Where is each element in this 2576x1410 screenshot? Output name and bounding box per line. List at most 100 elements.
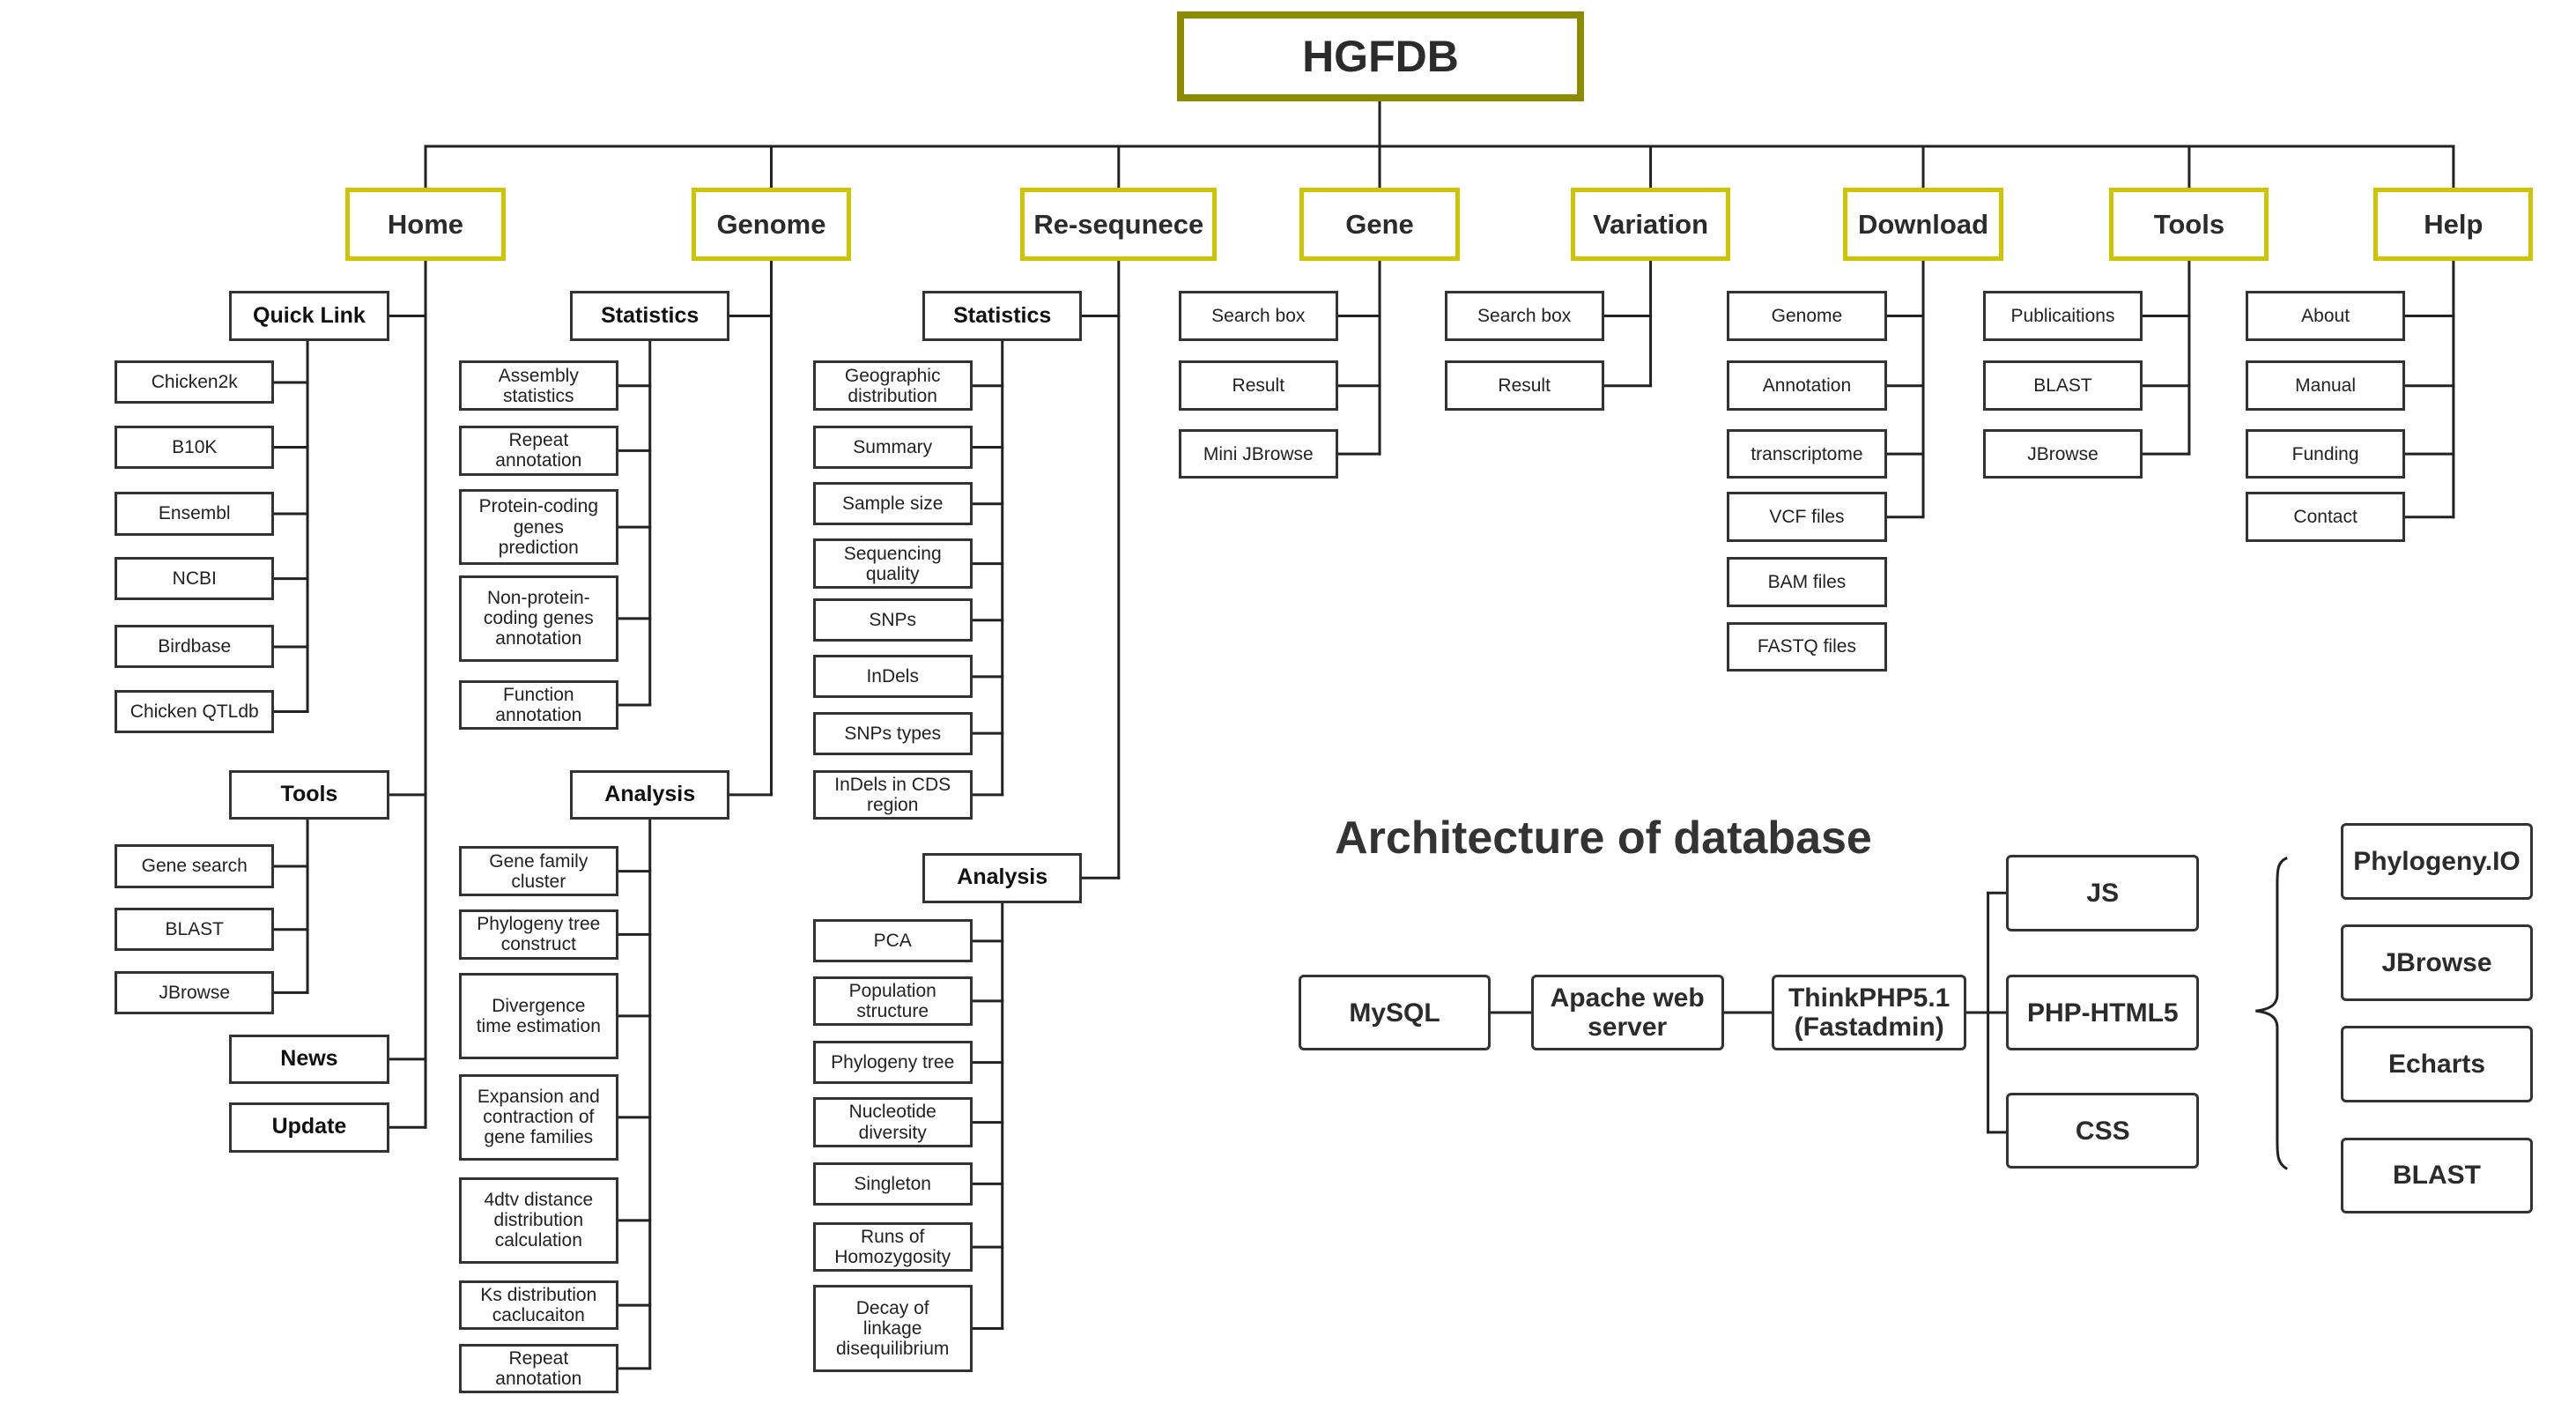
- home-quicklink-ncbi[interactable]: NCBI: [115, 557, 275, 601]
- home-tools-jbrowse-text: JBrowse: [159, 982, 231, 1003]
- reseq-stat-indels-label: InDels: [866, 666, 919, 686]
- home-sub-tools[interactable]: Tools: [229, 769, 389, 820]
- home-quicklink-b10k-label: B10K: [172, 437, 217, 457]
- help-item-manual[interactable]: Manual: [2246, 360, 2406, 412]
- tools-item-jbrowse-label: JBrowse: [2027, 444, 2099, 464]
- home-quicklink-b10k[interactable]: B10K: [115, 426, 275, 470]
- section-download[interactable]: Download: [1843, 188, 2003, 262]
- home-tools-gene-search[interactable]: Gene search: [115, 844, 275, 888]
- section-variation[interactable]: Variation: [1571, 188, 1731, 262]
- download-item-vcf-files[interactable]: VCF files: [1727, 492, 1887, 543]
- download-item-transcriptome[interactable]: transcriptome: [1727, 428, 1887, 479]
- variation-item-result[interactable]: Result: [1444, 360, 1604, 412]
- genome-sub-analysis[interactable]: Analysis: [570, 769, 730, 820]
- reseq-sub-statistics[interactable]: Statistics: [922, 291, 1083, 341]
- home-quicklink-birdbase[interactable]: Birdbase: [115, 625, 275, 669]
- help-item-funding[interactable]: Funding: [2246, 428, 2406, 479]
- genome-sub-statistics-text: Statistics: [601, 302, 700, 328]
- tools-item-blast[interactable]: BLAST: [1982, 360, 2143, 412]
- section-download-label: Download: [1858, 209, 1988, 240]
- variation-item-result-label: Result: [1498, 375, 1551, 396]
- genome-analysis-4dtv-distance-distribution-calculation-line: 4dtv distance: [484, 1190, 594, 1211]
- section-help[interactable]: Help: [2373, 188, 2534, 262]
- section-genome[interactable]: Genome: [691, 188, 852, 262]
- section-genome-text: Genome: [716, 208, 826, 240]
- help-item-about[interactable]: About: [2246, 291, 2406, 341]
- genome-stat-non-protein-coding-genes-annotation-line: Non-protein-: [486, 588, 590, 609]
- reseq-stat-snps-types[interactable]: SNPs types: [812, 711, 973, 755]
- gene-item-mini-jbrowse[interactable]: Mini JBrowse: [1178, 428, 1338, 479]
- reseq-analysis-phylogeny-tree[interactable]: Phylogeny tree: [812, 1041, 973, 1085]
- help-item-funding-text: Funding: [2291, 443, 2359, 464]
- reseq-analysis-population-structure-line: structure: [856, 1000, 929, 1021]
- download-item-fastq-files[interactable]: FASTQ files: [1727, 621, 1887, 672]
- home-quicklink-ensembl[interactable]: Ensembl: [115, 492, 275, 536]
- home-quicklink-chicken-qtldb[interactable]: Chicken QTLdb: [115, 690, 275, 734]
- download-item-annotation[interactable]: Annotation: [1727, 360, 1887, 412]
- home-sub-update-text: Update: [271, 1114, 347, 1139]
- reseq-stat-snps-line: SNPs: [869, 610, 917, 631]
- section-re-sequnece[interactable]: Re-sequnece: [1020, 188, 1218, 262]
- download-item-genome[interactable]: Genome: [1727, 291, 1887, 341]
- reseq-sub-analysis[interactable]: Analysis: [922, 852, 1083, 903]
- arch-lib-blast-label: BLAST: [2393, 1161, 2481, 1190]
- home-tools-jbrowse[interactable]: JBrowse: [115, 970, 275, 1014]
- home-sub-quick-link-label: Quick Link: [253, 303, 366, 329]
- download-item-bam-files-label: BAM files: [1768, 572, 1847, 592]
- gene-item-result[interactable]: Result: [1178, 360, 1338, 412]
- section-gene[interactable]: Gene: [1299, 188, 1460, 262]
- reseq-stat-sample-size-line: Sample size: [842, 494, 944, 515]
- home-tools-blast[interactable]: BLAST: [115, 908, 275, 952]
- tools-item-publicaitions[interactable]: Publicaitions: [1982, 291, 2143, 341]
- reseq-stat-sample-size[interactable]: Sample size: [812, 482, 973, 526]
- home-sub-news[interactable]: News: [229, 1034, 389, 1085]
- section-home[interactable]: Home: [345, 188, 506, 262]
- reseq-stat-summary[interactable]: Summary: [812, 426, 973, 470]
- home-sub-quick-link[interactable]: Quick Link: [229, 291, 389, 341]
- help-item-manual-label: Manual: [2295, 375, 2356, 396]
- genome-sub-statistics[interactable]: Statistics: [570, 291, 730, 341]
- genome-stat-function-annotation-line: annotation: [495, 704, 582, 725]
- reseq-analysis-pca[interactable]: PCA: [812, 919, 973, 963]
- section-tools[interactable]: Tools: [2109, 188, 2269, 262]
- tools-item-jbrowse[interactable]: JBrowse: [1982, 428, 2143, 479]
- help-item-contact[interactable]: Contact: [2246, 492, 2406, 543]
- gene-item-search-box[interactable]: Search box: [1178, 291, 1338, 341]
- reseq-stat-indels[interactable]: InDels: [812, 655, 973, 699]
- reseq-sub-statistics-text: Statistics: [953, 302, 1052, 328]
- arch-lib-jbrowse: JBrowse: [2340, 924, 2534, 1001]
- variation-item-search-box[interactable]: Search box: [1444, 291, 1604, 341]
- genome-analysis-divergence-time-estimation-line: Divergence: [492, 995, 586, 1016]
- reseq-stat-sequencing-quality-line: quality: [865, 563, 920, 584]
- section-re-sequnece-label: Re-sequnece: [1033, 209, 1203, 240]
- download-item-bam-files[interactable]: BAM files: [1727, 557, 1887, 607]
- reseq-stat-snps[interactable]: SNPs: [812, 598, 973, 642]
- home-sub-update[interactable]: Update: [229, 1102, 389, 1153]
- variation-item-result-text: Result: [1498, 375, 1551, 397]
- home-quicklink-chicken2k[interactable]: Chicken2k: [115, 360, 275, 404]
- reseq-analysis-singleton[interactable]: Singleton: [812, 1161, 973, 1206]
